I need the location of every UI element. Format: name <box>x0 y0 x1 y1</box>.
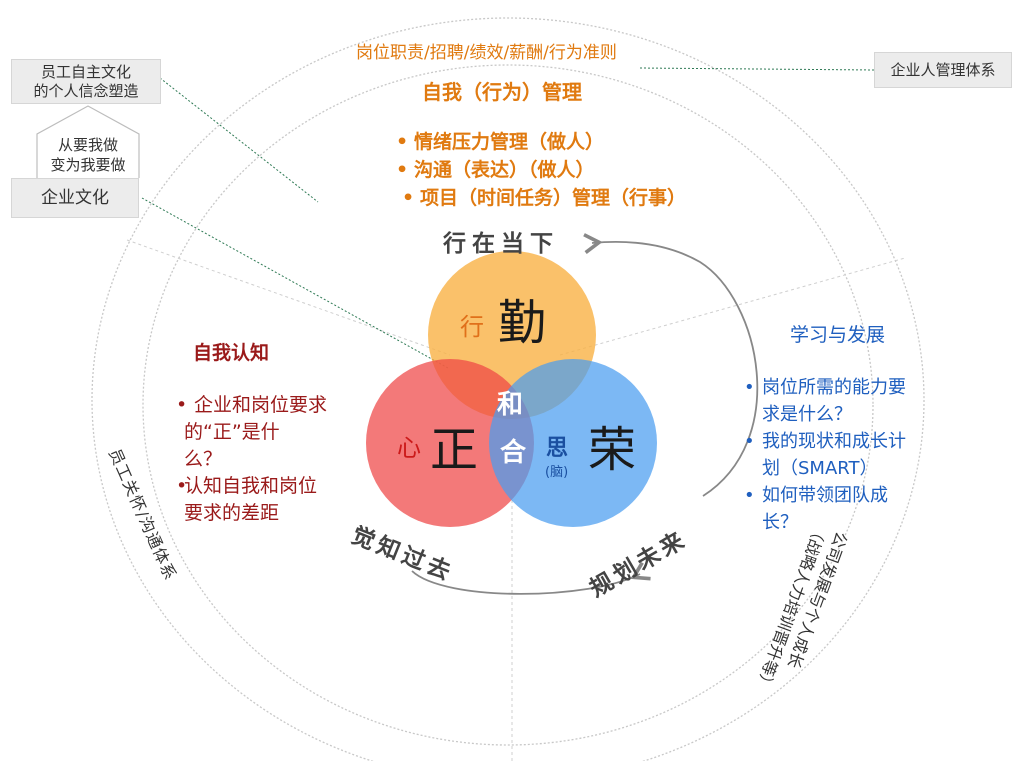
learning-item-1: 岗位所需的能力要 求是什么？ <box>740 374 906 428</box>
culture-label: 企业文化 <box>41 188 109 208</box>
learning-item-1-line-2: 求是什么？ <box>762 404 852 425</box>
circle-left-big: 正 <box>430 422 479 478</box>
personal-belief-line-1: 员工自主文化 <box>40 63 131 81</box>
connector-belief <box>159 77 319 203</box>
learning-item-3-line-2: 长？ <box>762 512 798 533</box>
self-cognition-list: 企业和岗位要求 的“正”是什 么？ 认知自我和岗位 要求的差距 <box>172 392 327 527</box>
connector-mgmt <box>639 67 875 71</box>
self-cognition-title: 自我认知 <box>193 342 270 364</box>
top-label: 岗位职责/招聘/绩效/薪酬/行为准则 <box>356 43 617 63</box>
divider-left <box>126 239 451 356</box>
learning-item-2: 我的现状和成长计 划（SMART） <box>740 428 906 482</box>
circle-center-bottom: 合 <box>500 438 527 468</box>
learning-item-2-line-2: 划（SMART） <box>762 458 878 479</box>
circle-right-big: 荣 <box>588 422 637 478</box>
self-cognition-item-1-line-3: 么？ <box>184 448 223 470</box>
circle-right <box>489 359 657 527</box>
mgmt-system-box: 企业人管理体系 <box>874 52 1012 88</box>
personal-belief-line-2: 的个人信念塑造 <box>33 82 139 100</box>
self-cognition-item-1-line-2: 的“正”是什 <box>184 421 280 443</box>
self-cognition-item-2: 认知自我和岗位 要求的差距 <box>172 473 327 527</box>
circle-center-top: 和 <box>497 390 524 420</box>
arrow-past-to-future <box>411 561 651 595</box>
circle-right-sub: (脑) <box>545 465 569 480</box>
circle-right-small: 思 <box>546 435 569 461</box>
self-cognition-item-1: 企业和岗位要求 的“正”是什 么？ <box>172 392 327 473</box>
self-mgmt-item-1: 情绪压力管理（做人） <box>392 128 686 156</box>
learning-item-3: 如何带领团队成 长？ <box>740 482 906 536</box>
time-present: 行在当下 <box>443 230 559 257</box>
self-mgmt-item-2: 沟通（表达）（做人） <box>392 156 686 184</box>
circle-top-small: 行 <box>460 313 484 341</box>
outer-ring <box>91 17 925 761</box>
self-mgmt-list: 情绪压力管理（做人） 沟通（表达）（做人） 项目（时间任务）管理（行事） <box>392 128 686 212</box>
self-mgmt-title: 自我（行为）管理 <box>422 80 582 104</box>
mgmt-system-label: 企业人管理体系 <box>890 61 996 79</box>
learning-list: 岗位所需的能力要 求是什么？ 我的现状和成长计 划（SMART） 如何带领团队成… <box>740 374 906 536</box>
connector-culture <box>141 197 449 369</box>
shift-line-2: 变为我要做 <box>50 156 126 174</box>
learning-item-3-line-1: 如何带领团队成 <box>762 485 888 506</box>
shift-text: 从要我做 变为我要做 <box>38 135 138 175</box>
culture-box: 企业文化 <box>11 178 139 218</box>
self-cognition-item-2-line-2: 要求的差距 <box>184 502 280 524</box>
circle-left <box>366 359 534 527</box>
personal-belief-box: 员工自主文化 的个人信念塑造 <box>11 59 161 104</box>
self-cognition-item-2-line-1: 认知自我和岗位 <box>184 475 318 497</box>
circle-top-big: 勤 <box>498 295 547 351</box>
shift-line-1: 从要我做 <box>57 136 118 154</box>
learning-item-2-line-1: 我的现状和成长计 <box>762 431 906 452</box>
learning-item-1-line-1: 岗位所需的能力要 <box>762 377 906 398</box>
circle-left-small: 心 <box>397 434 421 462</box>
learning-title: 学习与发展 <box>790 324 886 346</box>
self-mgmt-item-3: 项目（时间任务）管理（行事） <box>398 184 686 212</box>
self-cognition-item-1-line-1: 企业和岗位要求 <box>194 394 328 416</box>
